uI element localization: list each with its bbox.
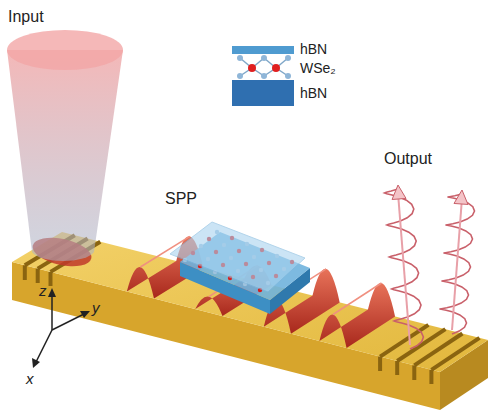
output-axis xyxy=(398,193,410,345)
figure-label: SPP xyxy=(165,190,197,208)
figure-label: x xyxy=(26,371,34,388)
figure-label: y xyxy=(92,300,100,317)
input-beam xyxy=(7,50,123,261)
heterostructure xyxy=(170,222,310,314)
helix xyxy=(440,194,475,334)
wave-crest xyxy=(333,283,382,315)
output-arrowhead xyxy=(392,185,406,199)
figure-label: Output xyxy=(384,150,432,168)
figure-label: WSe₂ xyxy=(300,61,336,76)
spp-wave xyxy=(319,283,395,348)
figure-label: hBN xyxy=(300,42,327,57)
axes xyxy=(32,288,90,368)
helix xyxy=(385,189,424,349)
figure-label: z xyxy=(39,283,47,300)
figure-label: Input xyxy=(8,8,44,26)
inset-stack xyxy=(232,46,294,106)
input-beam-top xyxy=(7,30,123,70)
output-arrowhead xyxy=(454,190,468,204)
output-beams xyxy=(385,185,475,349)
figure-label: hBN xyxy=(300,86,327,101)
output-axis xyxy=(452,198,462,330)
